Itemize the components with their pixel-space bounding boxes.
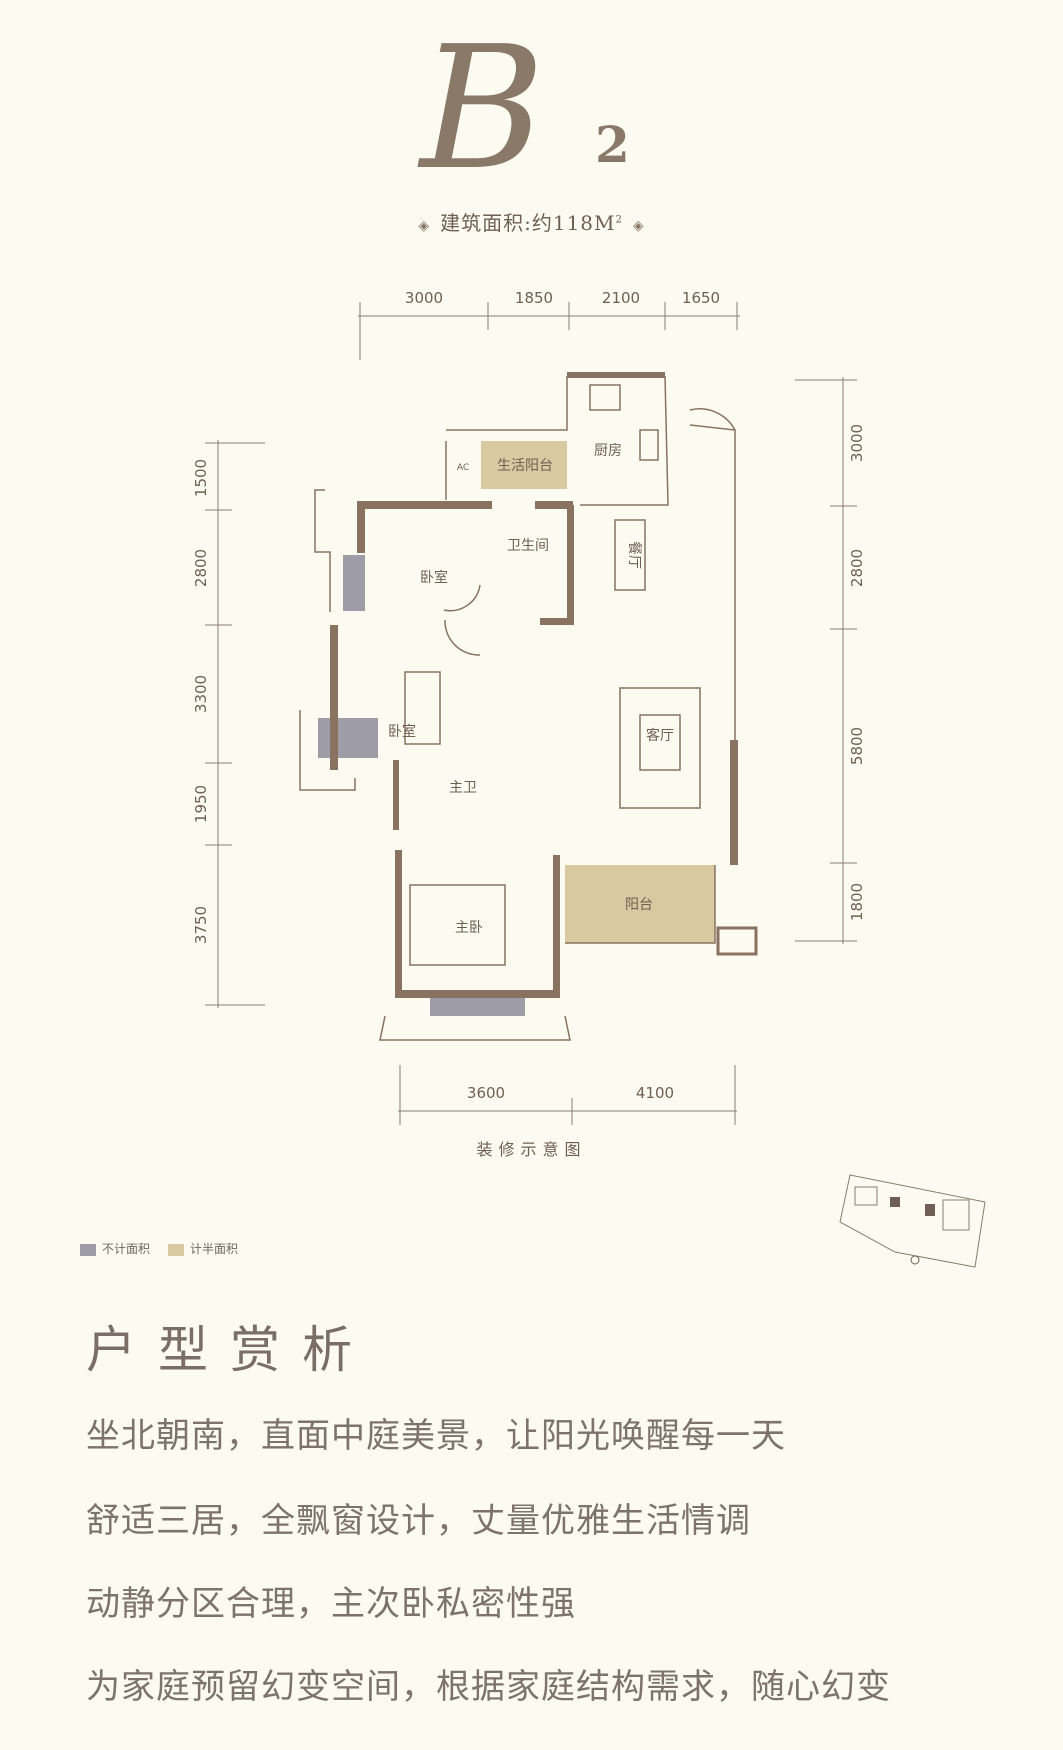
unit-type-logo: B 2 [400, 10, 660, 208]
dim-right: 1800 [848, 883, 866, 921]
building-area: ◈ 建筑面积:约118M2 ◈ [0, 207, 1063, 236]
dim-left: 1500 [192, 459, 210, 497]
room-labels: 厨房 生活阳台 AC 卫生间 餐厅 卧室 卧室 客厅 主卫 主卧 阳台 [388, 443, 674, 936]
bay-window-fill [318, 718, 378, 758]
legend-label: 不计面积 [102, 1242, 151, 1256]
sink [589, 384, 621, 411]
legend-label: 计半面积 [190, 1242, 239, 1256]
dim-right: 3000 [848, 424, 866, 462]
room-living: 客厅 [646, 727, 674, 744]
dim-right: 5800 [848, 727, 866, 765]
balcony-fill [565, 865, 715, 943]
analysis-line: 为家庭预留幻变空间，根据家庭结构需求，随心幻变 [86, 1667, 891, 1707]
ac-label: AC [457, 463, 469, 473]
dimension-lines [205, 302, 857, 1125]
analysis-line: 舒适三居，全飘窗设计，丈量优雅生活情调 [86, 1501, 751, 1541]
north-arrow-icon [910, 1255, 920, 1265]
master-bed [409, 884, 506, 966]
service-balcony-fill [481, 441, 567, 489]
legend: 不计面积 计半面积 [80, 1240, 238, 1257]
dim-bottom: 4100 [636, 1084, 674, 1102]
area-superscript: 2 [615, 214, 623, 226]
analysis-title: 户型赏析 [86, 1321, 374, 1379]
room-kitchen: 厨房 [594, 443, 622, 459]
room-balcony: 阳台 [625, 897, 653, 913]
area-label: 建筑面积:约118M [440, 211, 616, 235]
logo-letter: B [420, 10, 545, 208]
bay-window-fill [343, 555, 365, 611]
legend-item-half: 计半面积 [168, 1240, 238, 1257]
dim-left: 3750 [192, 906, 210, 944]
room-bedroom: 卧室 [388, 723, 416, 740]
dim-right: 2800 [848, 549, 866, 587]
sofa-set [619, 687, 701, 809]
room-master-bath: 主卫 [449, 780, 477, 796]
legend-item-excluded: 不计面积 [80, 1240, 150, 1257]
diamond-icon: ◈ [632, 218, 645, 234]
analysis-line: 动静分区合理，主次卧私密性强 [86, 1584, 576, 1624]
dim-top: 3000 [405, 289, 443, 307]
thick-walls [330, 372, 738, 998]
site-plan-thumbnail [839, 1174, 986, 1268]
half-swatch [168, 1243, 185, 1256]
room-master-bedroom: 主卧 [455, 920, 483, 936]
dim-top: 1650 [682, 289, 720, 307]
room-bathroom: 卫生间 [507, 538, 549, 554]
dimension-labels: 3000 1850 2100 1650 1500 2800 3300 1950 … [192, 289, 866, 1102]
ac-unit [716, 926, 758, 956]
dim-top: 2100 [602, 289, 640, 307]
decoration-caption: 装修示意图 [476, 1140, 587, 1159]
diamond-icon: ◈ [418, 218, 431, 234]
analysis-line: 坐北朝南，直面中庭美景，让阳光唤醒每一天 [86, 1416, 786, 1456]
dim-bottom: 3600 [467, 1084, 505, 1102]
bay-window-fill [430, 996, 525, 1016]
thin-walls [299, 375, 736, 1041]
room-bedroom: 卧室 [420, 569, 448, 586]
room-service-balcony: 生活阳台 [497, 458, 553, 474]
logo-number: 2 [595, 115, 630, 174]
dim-top: 1850 [515, 289, 553, 307]
floor-plan: 3000 1850 2100 1650 1500 2800 3300 1950 … [192, 289, 866, 1125]
dining-table [614, 519, 646, 591]
dim-left: 1950 [192, 785, 210, 823]
dim-left: 2800 [192, 549, 210, 587]
bed [404, 671, 441, 745]
dim-left: 3300 [192, 675, 210, 713]
excluded-swatch [80, 1243, 96, 1256]
room-dining: 餐厅 [626, 541, 642, 569]
stove [639, 429, 659, 461]
